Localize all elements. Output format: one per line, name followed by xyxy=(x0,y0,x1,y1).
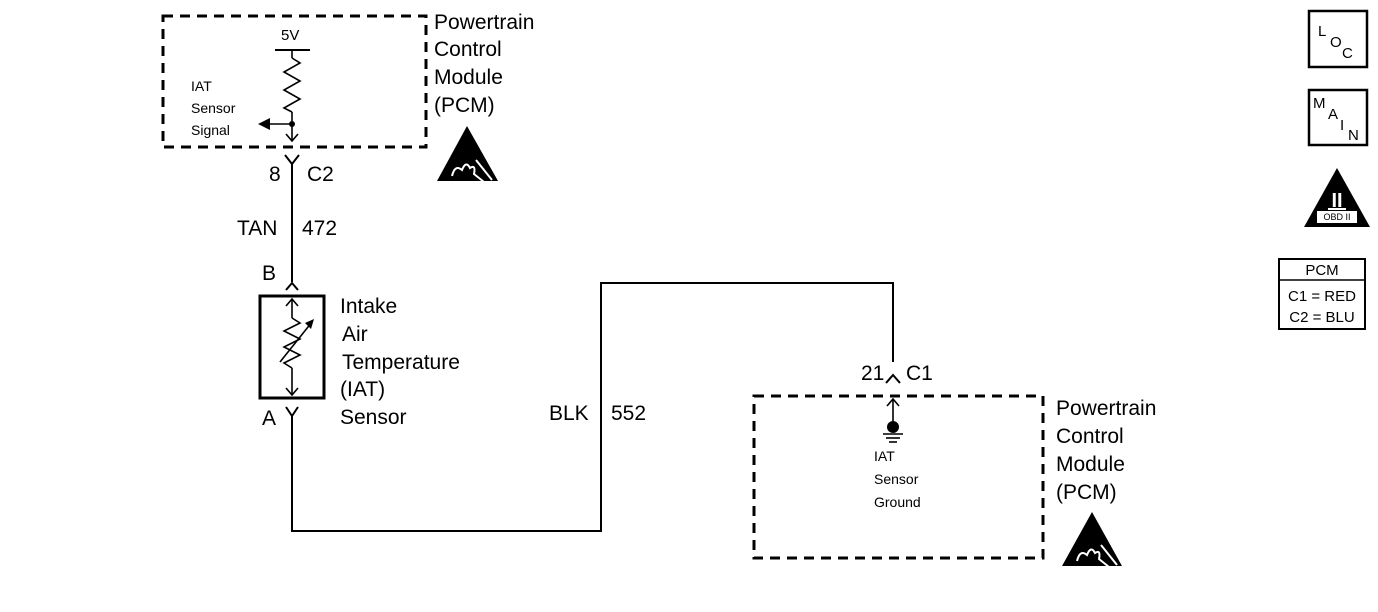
ground-label-line-2: Sensor xyxy=(874,471,919,487)
sensor-name-line-5: Sensor xyxy=(340,406,407,429)
terminal-b-label: B xyxy=(262,262,276,285)
pcm-top-title-line-4: (PCM) xyxy=(434,94,495,117)
signal-label-line-1: IAT xyxy=(191,78,212,94)
iat-sensor: Intake Air Temperature (IAT) Sensor xyxy=(258,294,460,429)
pcm-bottom-title-line-1: Powertrain xyxy=(1056,397,1156,420)
pcm-top-boundary xyxy=(161,14,428,149)
pcm-top-title-line-3: Module xyxy=(434,66,503,89)
wire-tan-circuit: 472 xyxy=(302,217,337,240)
supply-voltage-label: 5V xyxy=(281,27,299,44)
obd-ii-icon[interactable]: II OBD II xyxy=(1304,168,1370,227)
terminal-a-label: A xyxy=(262,407,276,430)
thermistor-arrow-icon xyxy=(305,319,314,329)
signal-arrow-icon xyxy=(258,118,270,130)
obd-ii-symbol: II xyxy=(1331,190,1342,212)
thermistor-icon xyxy=(282,317,302,369)
legend-row-c2: C2 = BLU xyxy=(1289,309,1354,326)
connector-c1-label: C1 xyxy=(906,362,933,385)
loc-icon-letter-1: L xyxy=(1318,23,1326,40)
signal-label-line-2: Sensor xyxy=(191,100,236,116)
pcm-top-module: Powertrain Control Module (PCM) 5V IAT S… xyxy=(161,11,534,183)
sensor-arrow-bottom-icon xyxy=(285,387,299,397)
legend-title: PCM xyxy=(1305,262,1338,279)
sensor-name-line-2: Air xyxy=(342,323,368,346)
esd-warning-icon xyxy=(437,126,498,183)
thermistor-slash xyxy=(279,321,313,363)
ground-label-line-3: Ground xyxy=(874,494,921,510)
pcm-top-title-line-1: Powertrain xyxy=(434,11,534,34)
connector-c1: 21 C1 xyxy=(861,362,933,385)
main-icon-letter-3: I xyxy=(1340,117,1344,134)
wire-blk-color: BLK xyxy=(549,402,589,425)
pcm-bottom-title-line-2: Control xyxy=(1056,425,1124,448)
wire-tan-472: TAN 472 xyxy=(237,164,337,282)
obd-ii-label: OBD II xyxy=(1323,212,1350,222)
sensor-name-line-4: (IAT) xyxy=(340,378,385,401)
pcm-top-title-line-2: Control xyxy=(434,38,502,61)
loc-icon-letter-3: C xyxy=(1342,45,1353,62)
terminal-b-symbol xyxy=(285,281,299,291)
pcm-bottom-boundary xyxy=(752,394,1045,560)
obd-ii-label-box xyxy=(1317,211,1357,223)
connector-c2-label: C2 xyxy=(307,163,334,186)
wire-blk-552: BLK 552 xyxy=(291,282,894,532)
wire-blk-circuit: 552 xyxy=(611,402,646,425)
main-icon-letter-1: M xyxy=(1313,95,1326,112)
sensor-arrow-top-icon xyxy=(285,297,299,307)
ground-label-line-1: IAT xyxy=(874,448,895,464)
sensor-name-line-1: Intake xyxy=(340,295,397,318)
loc-icon[interactable]: L O C xyxy=(1307,9,1369,69)
ground-node-dot xyxy=(887,421,899,433)
sensor-name-line-3: Temperature xyxy=(342,351,460,374)
terminal-a-symbol xyxy=(285,406,299,418)
ground-arrow-icon xyxy=(886,397,900,407)
pcm-bottom-title-line-4: (PCM) xyxy=(1056,481,1117,504)
main-icon[interactable]: M A I N xyxy=(1307,88,1369,147)
main-icon-letter-2: A xyxy=(1328,106,1338,123)
internal-arrow-icon xyxy=(285,133,299,143)
pcm-bottom-module: Powertrain Control Module (PCM) IAT Sens… xyxy=(752,394,1156,568)
wire-blk-552-line xyxy=(291,282,894,532)
legend-row-c1: C1 = RED xyxy=(1288,288,1356,305)
connector-c1-pin: 21 xyxy=(861,362,884,385)
signal-label-line-3: Signal xyxy=(191,122,230,138)
wire-tan-color: TAN xyxy=(237,217,277,240)
main-icon-letter-4: N xyxy=(1348,127,1359,144)
pcm-bottom-title-line-3: Module xyxy=(1056,453,1125,476)
iat-sensor-body xyxy=(258,294,326,400)
loc-icon-letter-2: O xyxy=(1330,34,1342,51)
esd-warning-icon-bottom xyxy=(1062,512,1122,568)
connector-c2-symbol xyxy=(284,154,300,166)
ground-symbol-icon xyxy=(883,433,903,443)
connector-c2-pin: 8 xyxy=(269,163,281,186)
pull-up-resistor-icon xyxy=(282,57,302,113)
connector-c2: 8 C2 xyxy=(269,154,334,186)
pcm-connector-legend: PCM C1 = RED C2 = BLU xyxy=(1278,258,1366,330)
connector-c1-symbol xyxy=(885,373,901,384)
